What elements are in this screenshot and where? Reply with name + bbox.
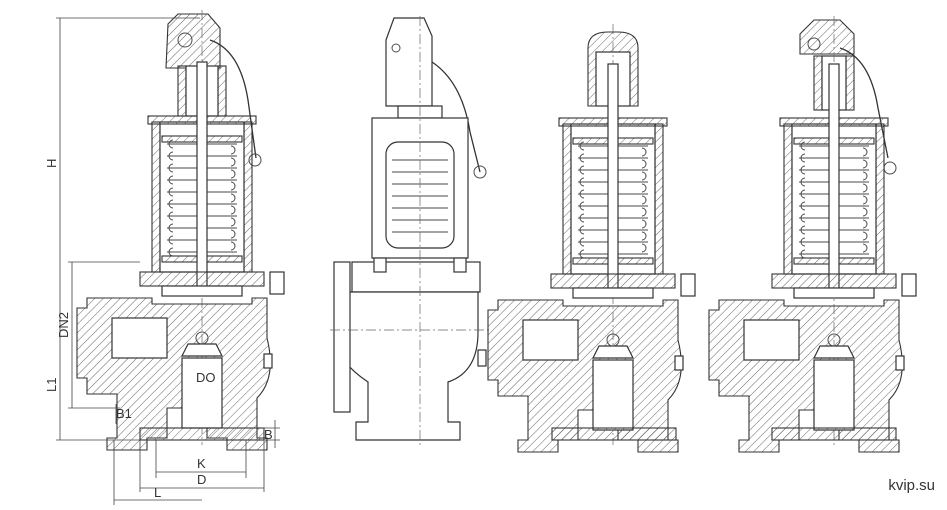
- view-section-cap: [488, 24, 695, 452]
- view-section-lever-2: [709, 16, 916, 452]
- dim-L1: L1: [44, 378, 59, 392]
- view-external: [330, 16, 490, 445]
- dim-H: H: [44, 159, 59, 168]
- dim-D: D: [197, 472, 206, 487]
- dim-L: L: [154, 485, 161, 500]
- dim-DO: DO: [196, 370, 216, 385]
- dimension-lines: [56, 17, 280, 505]
- watermark: kvip.su: [888, 477, 935, 494]
- dim-DN2: DN2: [56, 312, 71, 338]
- dim-K: K: [197, 456, 206, 471]
- dim-B1: B1: [116, 406, 132, 421]
- dim-B: B: [264, 427, 273, 442]
- view-section-lever: DO: [77, 10, 284, 450]
